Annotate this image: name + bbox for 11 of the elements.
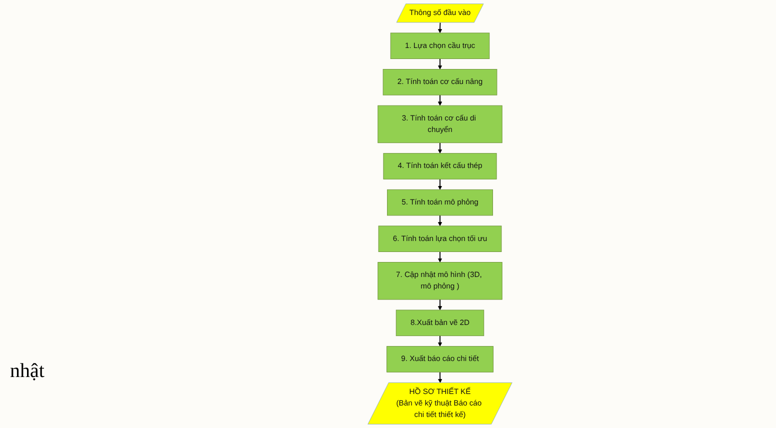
arrow [438, 214, 442, 226]
arrow [438, 372, 442, 384]
arrow [438, 22, 442, 34]
arrow [438, 299, 442, 310]
note-text: nhật [10, 360, 44, 383]
arrow [438, 178, 442, 190]
arrow [438, 142, 442, 154]
arrow [438, 251, 442, 262]
arrow [438, 335, 442, 346]
arrow [438, 58, 442, 70]
arrow [438, 94, 442, 106]
